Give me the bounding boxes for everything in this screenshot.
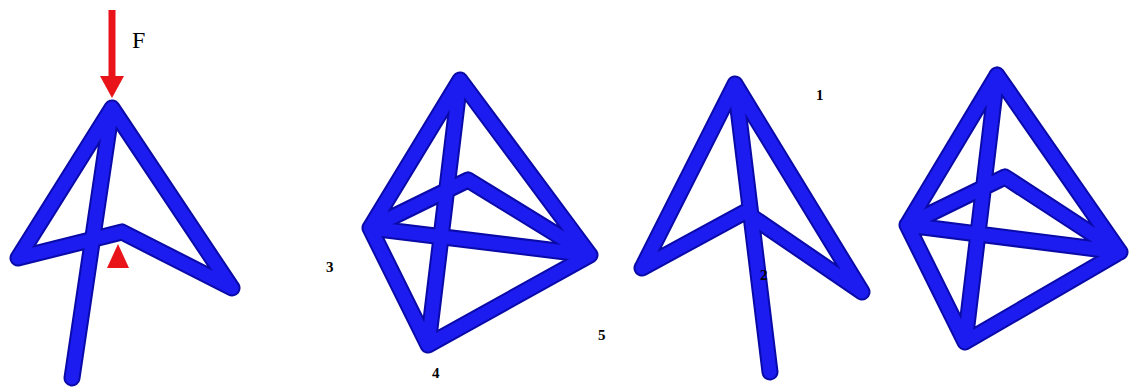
cell-frame [370,80,590,345]
strut-frame [18,108,232,378]
cell-frame-shadow [370,80,590,345]
strut-frame-shadow [642,84,862,372]
cell-frame-shadow [907,75,1120,342]
force-arrowhead [100,76,124,98]
force-label: F [132,28,145,52]
support-triangle [107,244,129,268]
callout-number: 4 [432,366,440,381]
callout-number: 1 [816,88,824,103]
strut-frame [642,84,862,372]
callout-number: 5 [598,328,606,343]
strut-frame-shadow [18,108,232,378]
callout-number: 3 [326,260,334,275]
force-arrow-shaft [109,10,116,78]
callout-number: 2 [760,268,768,283]
cell-frame [907,75,1120,342]
